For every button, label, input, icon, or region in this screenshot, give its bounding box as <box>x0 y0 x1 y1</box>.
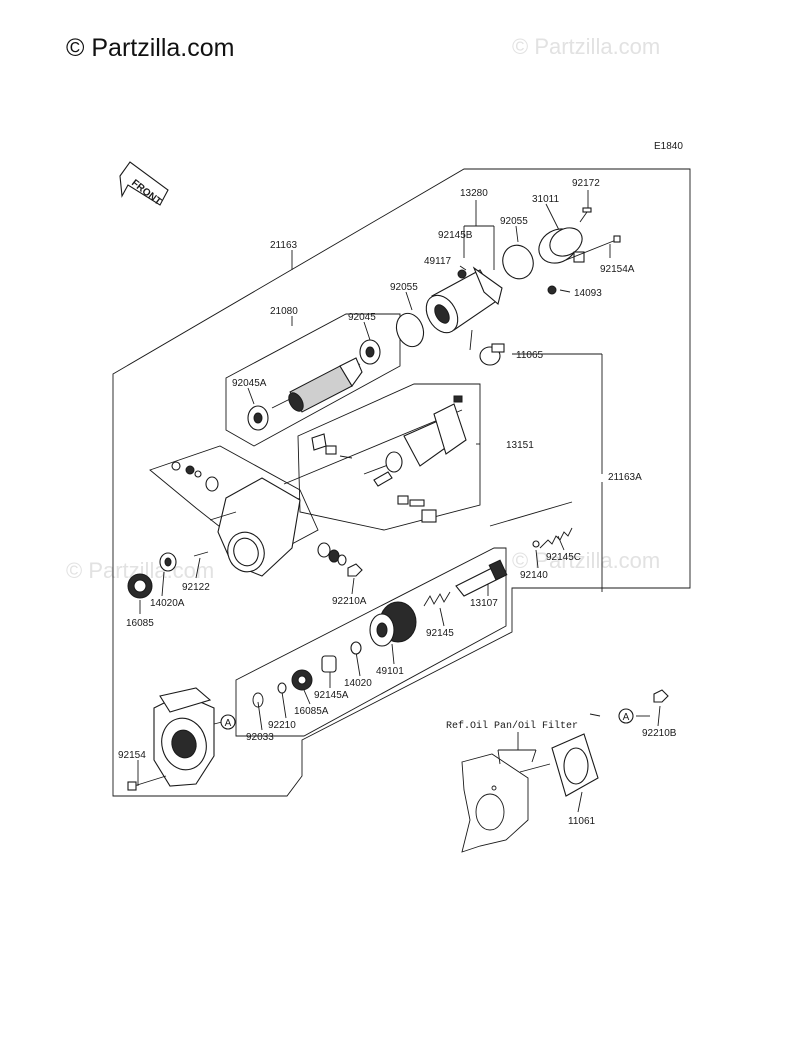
cap-11065 <box>479 343 505 366</box>
label-92210B: 92210B <box>642 728 677 739</box>
callout-a-right: A <box>618 708 634 724</box>
label-92122: 92122 <box>182 582 210 593</box>
label-13151: 13151 <box>506 440 534 451</box>
brush-holder-box-13151 <box>297 383 481 531</box>
spring-92145 <box>423 591 451 607</box>
bearing-92045A <box>247 405 269 431</box>
label-92145B: 92145B <box>438 230 473 241</box>
label-92055-mid: 92055 <box>390 282 418 293</box>
spring-92145C <box>539 527 573 549</box>
assembly-outline-21163 <box>112 168 691 797</box>
nut-92210A <box>347 563 363 577</box>
armature-box-21080 <box>225 313 401 447</box>
svg-text:A: A <box>225 718 232 729</box>
ball-92140 <box>532 540 540 548</box>
oil-pan <box>461 753 551 853</box>
drive-housing <box>153 687 215 787</box>
washers-middle <box>317 542 347 566</box>
brush-rod <box>363 451 403 487</box>
end-frame-box <box>149 445 319 561</box>
gear-16085 <box>127 573 153 599</box>
bearing-92045 <box>359 339 381 365</box>
label-49101: 49101 <box>376 666 404 677</box>
nut-14093 <box>547 285 557 295</box>
drive-box-21163A <box>235 547 507 737</box>
label-92045: 92045 <box>348 312 376 323</box>
brush-holder-13151 <box>311 395 467 467</box>
bolt-92154 <box>127 775 167 791</box>
label-13107: 13107 <box>470 598 498 609</box>
label-21163: 21163 <box>270 240 298 251</box>
bolt-92172 <box>579 207 592 223</box>
label-16085A: 16085A <box>294 706 329 717</box>
label-92140: 92140 <box>520 570 548 581</box>
label-14020A: 14020A <box>150 598 185 609</box>
nut-92210B <box>653 689 669 703</box>
label-92033: 92033 <box>246 732 274 743</box>
label-92172: 92172 <box>572 178 600 189</box>
clamp-band-31011 <box>538 227 585 264</box>
label-92210A: 92210A <box>332 596 367 607</box>
shaft-13107 <box>455 559 508 597</box>
label-92045A: 92045A <box>232 378 267 389</box>
clutch-49101 <box>369 601 417 647</box>
callout-a-left: A <box>220 714 236 730</box>
label-14020: 14020 <box>344 678 372 689</box>
o-ring-92055-lower <box>395 312 425 348</box>
svg-text:A: A <box>623 712 630 723</box>
washer-92210 <box>277 682 287 694</box>
cap-49117 <box>457 269 467 279</box>
partzilla-watermark-faint: © Partzilla.com <box>512 548 661 573</box>
label-92210: 92210 <box>268 720 296 731</box>
label-92145A: 92145A <box>314 690 349 701</box>
gear-16085A <box>291 669 313 691</box>
terminal-parts <box>397 495 437 523</box>
o-ring-92055 <box>502 244 534 280</box>
label-21080: 21080 <box>270 306 298 317</box>
partzilla-watermark-faint: © Partzilla.com <box>512 34 661 59</box>
label-11065: 11065 <box>516 350 544 361</box>
label-49117: 49117 <box>424 256 452 267</box>
label-92145C: 92145C <box>546 552 581 563</box>
long-bolt-92154A <box>565 235 621 261</box>
label-92145: 92145 <box>426 628 454 639</box>
end-frame <box>209 477 301 577</box>
bushing-14020A <box>159 552 177 572</box>
front-arrow-icon: FRONT <box>119 161 169 208</box>
label-92055-top: 92055 <box>500 216 528 227</box>
label-92154: 92154 <box>118 750 146 761</box>
label-21163A: 21163A <box>608 472 642 483</box>
label-11061: 11061 <box>568 816 596 827</box>
circlip-92033 <box>252 692 264 708</box>
bushing-14020 <box>350 641 362 655</box>
label-14093: 14093 <box>574 288 602 299</box>
label-31011: 31011 <box>532 194 560 205</box>
pin-92122 <box>193 551 209 557</box>
armature <box>271 357 363 413</box>
partzilla-watermark: © Partzilla.com <box>66 34 235 62</box>
reference-note: Ref.Oil Pan/Oil Filter <box>446 720 578 732</box>
label-16085: 16085 <box>126 618 154 629</box>
washer-set <box>171 461 219 492</box>
spring-92145A <box>321 655 337 673</box>
gasket-11061 <box>551 733 599 797</box>
label-92154A: 92154A <box>600 264 635 275</box>
label-13280: 13280 <box>460 188 488 199</box>
yoke-13280 <box>425 266 503 351</box>
diagram-code: E1840 <box>654 141 683 152</box>
